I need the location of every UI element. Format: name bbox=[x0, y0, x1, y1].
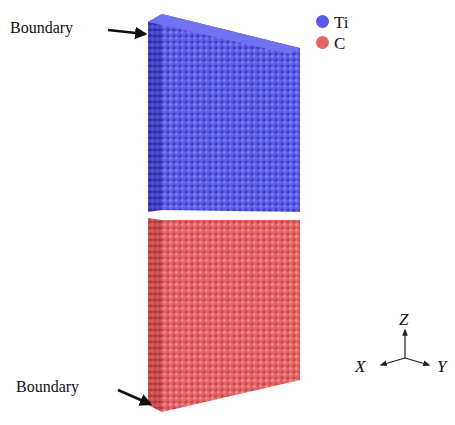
legend-text: Ti bbox=[334, 14, 349, 31]
legend-swatch bbox=[316, 15, 329, 28]
boundary-arrow bbox=[108, 30, 145, 34]
axis-label: Z bbox=[399, 311, 408, 328]
axis-label: X bbox=[355, 358, 365, 375]
legend-swatch bbox=[316, 36, 329, 49]
axis-label: Y bbox=[437, 358, 446, 375]
ti-slab bbox=[148, 14, 300, 212]
axis-triad bbox=[381, 330, 429, 365]
c-slab bbox=[148, 218, 300, 412]
boundary-label: Boundary bbox=[16, 379, 79, 395]
boundary-arrow bbox=[118, 390, 150, 404]
legend-text: C bbox=[334, 35, 345, 52]
boundary-label: Boundary bbox=[10, 20, 73, 36]
